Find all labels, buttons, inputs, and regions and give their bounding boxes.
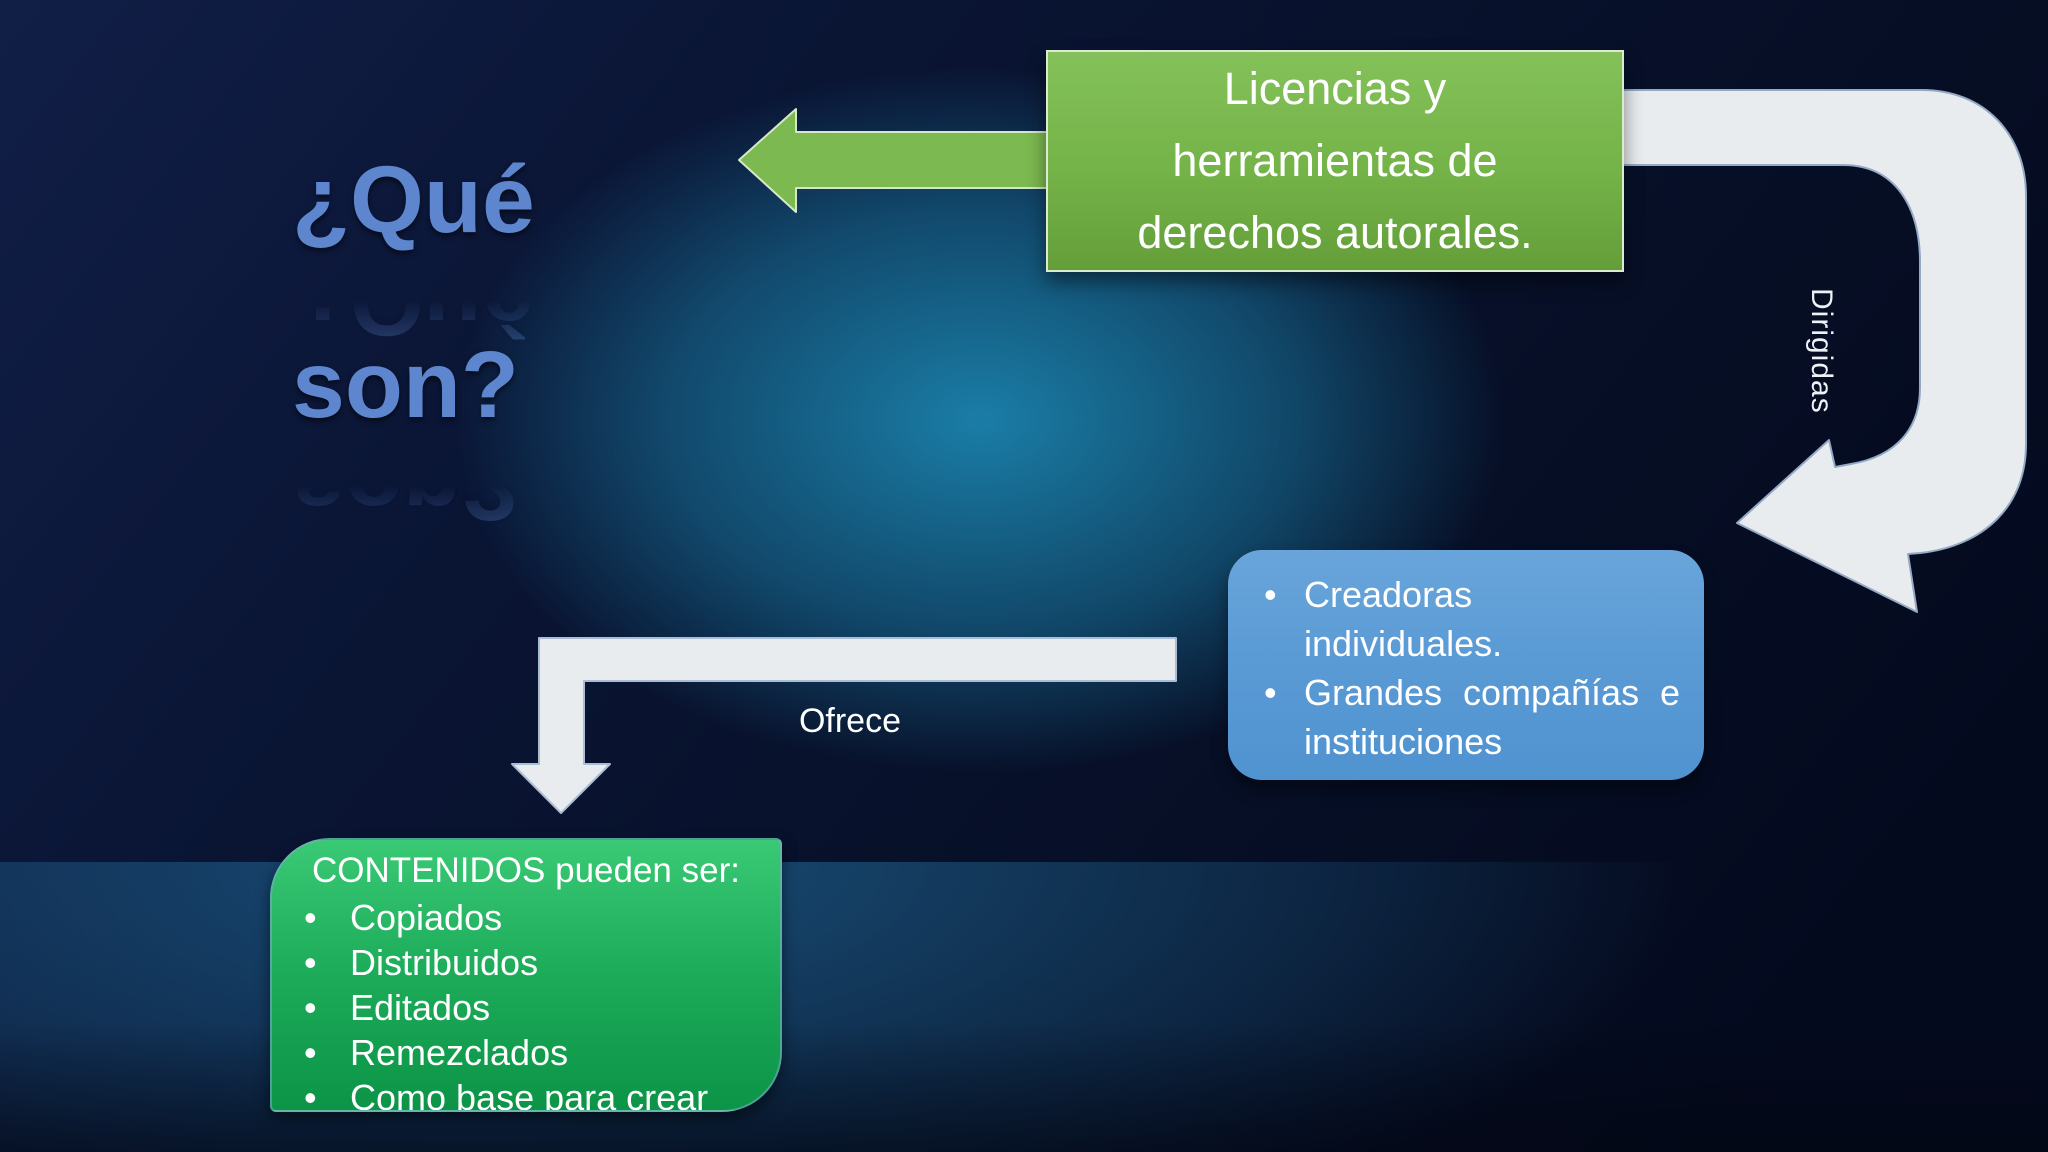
slide-title-line2: son? [292, 332, 519, 438]
elbow-arrow-ofrece [511, 637, 1177, 814]
audience-list-item: • Creadoras individuales. [1254, 570, 1680, 668]
contents-list-item: • Remezclados [272, 1030, 780, 1075]
contents-list: • Copiados • Distribuidos • Editados • Remez… [272, 895, 780, 1112]
bullet-marker: • [304, 897, 317, 938]
licenses-box: Licencias y herramientas de derechos aut… [1046, 50, 1624, 272]
ofrece-label: Ofrece [798, 702, 902, 740]
audience-item-text: Grandes compañías e instituciones [1304, 672, 1680, 762]
licenses-box-line3: derechos autorales. [1137, 207, 1533, 258]
contents-item-text: Como base para crear [350, 1077, 709, 1112]
audience-box: • Creadoras individuales. • Grandes compañ… [1228, 550, 1704, 780]
bullet-marker: • [1264, 672, 1277, 713]
bullet-marker: • [304, 1077, 317, 1112]
bullet-marker: • [304, 987, 317, 1028]
contents-list-item: • Distribuidos [272, 940, 780, 985]
slide-title-line1: ¿Qué [292, 147, 535, 253]
contents-list-item: • Como base para crear [272, 1075, 780, 1112]
slide-title: ¿Qué son? [292, 150, 535, 435]
contents-item-text: Distribuidos [350, 942, 539, 983]
licenses-box-line1: Licencias y [1223, 63, 1447, 114]
contents-item-text: Remezclados [350, 1032, 569, 1073]
audience-list: • Creadoras individuales. • Grandes compañ… [1254, 570, 1680, 766]
curved-arrow-dirigidas [1621, 89, 2027, 613]
dirigidas-label: Dirigidas [1805, 288, 1838, 414]
green-left-arrow [738, 108, 1051, 213]
licenses-box-line2: herramientas de [1172, 135, 1498, 186]
contents-box-title: CONTENIDOS pueden ser: [312, 851, 740, 890]
bullet-marker: • [1264, 574, 1277, 615]
contents-list-item: • Copiados [272, 895, 780, 940]
bullet-marker: • [304, 942, 317, 983]
contents-item-text: Editados [350, 987, 491, 1028]
audience-item-text: Creadoras individuales. [1304, 574, 1503, 664]
contents-list-item: • Editados [272, 985, 780, 1030]
bullet-marker: • [304, 1032, 317, 1073]
audience-list-item: • Grandes compañías e instituciones [1254, 668, 1680, 766]
contents-box: CONTENIDOS pueden ser: • Copiados • Distri… [270, 838, 782, 1112]
contents-item-text: Copiados [350, 897, 503, 938]
